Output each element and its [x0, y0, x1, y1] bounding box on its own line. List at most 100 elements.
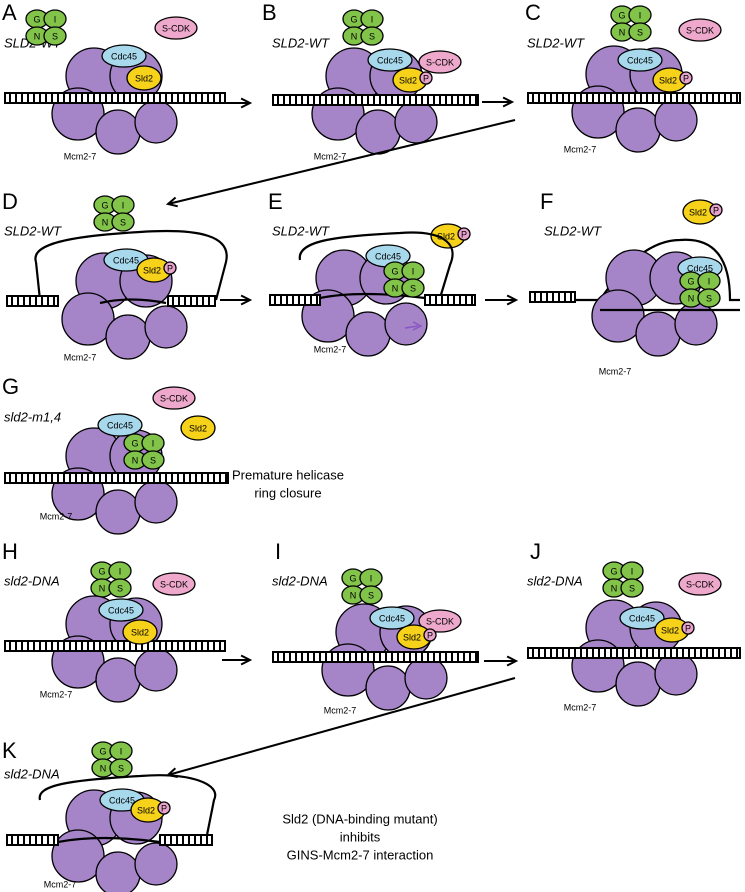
gins-subunit-label: I: [122, 200, 125, 210]
panel-letter: J: [530, 539, 541, 564]
phospho-label: P: [161, 803, 167, 813]
cdc45-label: Cdc45: [111, 51, 137, 61]
dna-rungs: [11, 296, 55, 306]
gins-subunit: [360, 26, 384, 46]
gins-subunit-label: S: [117, 583, 123, 593]
mcm2-7-label: Mcm2-7: [324, 705, 357, 715]
gins-subunit: [111, 212, 135, 232]
panel-letter: K: [2, 738, 17, 763]
arrow-d-to-e-head: [240, 294, 253, 306]
mcm2-7-label: Mcm2-7: [564, 144, 597, 154]
panel-letter: D: [2, 189, 18, 214]
dna-rungs: [277, 652, 477, 662]
melted-dna-bubble: [38, 774, 217, 841]
dna-duplex: [272, 94, 479, 106]
premature-closure-note: Premature helicase: [232, 467, 344, 482]
gins-subunit: [401, 278, 425, 298]
dna-duplex-left: [529, 291, 576, 303]
gins-subunit-label: N: [132, 455, 139, 465]
sld2: [180, 415, 216, 441]
mcm2-7-label: Mcm2-7: [64, 151, 97, 161]
gins-subunit-label: N: [350, 590, 357, 600]
gins-subunit-label: N: [100, 763, 107, 773]
sld2-label: Sld2: [399, 75, 417, 85]
sld2: [126, 65, 162, 91]
gins-subunit: [359, 585, 383, 605]
genotype-label: SLD2-WT: [272, 35, 330, 50]
mcm2-7-label: Mcm2-7: [64, 352, 97, 362]
phospho-mark: [679, 71, 693, 85]
dna-duplex-left: [269, 294, 321, 306]
cdc45: [367, 48, 413, 72]
mcm2-7-label: Mcm2-7: [599, 366, 632, 376]
dna-duplex: [527, 647, 741, 659]
genotype-label: sld2-m1,4: [4, 409, 61, 424]
gins-subunit-label: I: [708, 276, 711, 286]
phospho-label: P: [461, 229, 467, 239]
gins-subunit-label: G: [618, 10, 625, 20]
gins-subunit-label: G: [33, 14, 40, 24]
mcm-subunit: [144, 305, 188, 349]
gins-subunit-label: S: [369, 31, 375, 41]
gins-subunit-label: S: [150, 455, 156, 465]
phospho-label: P: [685, 623, 691, 633]
mcm-subunit: [654, 652, 698, 696]
dna-duplex: [4, 92, 226, 104]
melted-dna-bubble: [34, 229, 228, 301]
dna-backbone: [6, 295, 59, 307]
mcm-subunit: [345, 311, 391, 357]
gins-subunit-label: G: [687, 276, 694, 286]
cdc45: [98, 598, 144, 622]
phospho-label: P: [423, 73, 429, 83]
inhibition-note: inhibits: [340, 829, 381, 844]
dna-rungs: [9, 473, 227, 483]
gins-subunit-label: G: [99, 746, 106, 756]
arrow-i-to-j-head: [506, 655, 519, 667]
scdk-label: S-CDK: [160, 393, 188, 403]
mcm2-7-label: Mcm2-7: [40, 689, 73, 699]
sld2-label: Sld2: [403, 632, 421, 642]
cdc45-label: Cdc45: [107, 420, 133, 430]
phospho-label: P: [167, 263, 173, 273]
panel-letter: H: [2, 539, 18, 564]
panel-letter: C: [525, 0, 541, 25]
phospho-mark: [423, 628, 437, 642]
dna-duplex: [4, 640, 226, 652]
gins-subunit-label: G: [131, 438, 138, 448]
phospho-mark: [457, 227, 471, 241]
mcm-subunit: [51, 829, 105, 883]
mcm2-7-label: Mcm2-7: [40, 511, 73, 521]
cdc45-label: Cdc45: [109, 795, 135, 805]
scdk-label: S-CDK: [426, 57, 454, 67]
genotype-label: SLD2-WT: [4, 223, 62, 238]
arrow-j-to-k: [167, 677, 516, 776]
sld2-label: Sld2: [137, 805, 155, 815]
mcm-subunit: [95, 489, 141, 535]
gins-subunit-label: I: [371, 14, 374, 24]
genotype-label: sld2-DNA: [4, 766, 60, 781]
mcm-subunit: [404, 656, 448, 700]
dna-rungs: [429, 295, 473, 305]
translocation-arrow-head: [412, 321, 423, 331]
dna-duplex: [272, 651, 479, 663]
genotype-label: SLD2-WT: [272, 223, 330, 238]
gins-subunit-label: N: [619, 27, 626, 37]
mcm2-7-label: Mcm2-7: [564, 702, 597, 712]
gins-subunit-label: N: [611, 583, 618, 593]
mcm-subunit: [635, 311, 681, 357]
scdk: [418, 609, 462, 633]
genotype-label: sld2-DNA: [4, 573, 60, 588]
melted-dna-bubble: [298, 231, 454, 299]
gins-subunit-label: S: [706, 293, 712, 303]
